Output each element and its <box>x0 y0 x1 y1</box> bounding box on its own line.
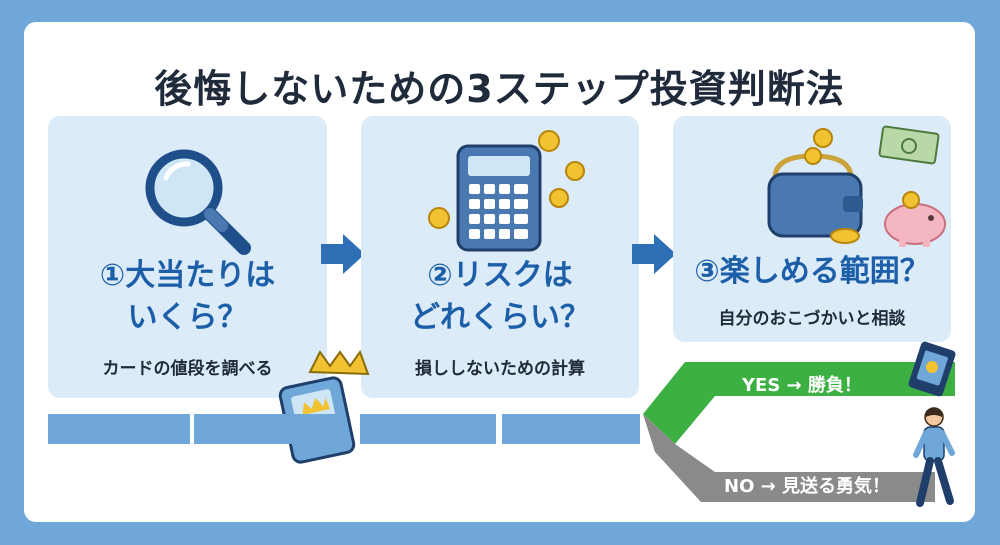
infographic-frame: 後悔しないための3ステップ投資判断法 ①大当たりは いくら？ カードの値段を調べ… <box>24 22 975 522</box>
piggy-bank-icon <box>884 191 946 247</box>
step-card-1: ①大当たりは いくら？ カードの値段を調べる <box>48 116 327 398</box>
step-2-heading-line1: ②リスクは <box>427 258 573 293</box>
step-2-subtext: 損ししないための計算 <box>415 359 585 379</box>
progress-bar-segment <box>48 414 190 444</box>
wallet-icon <box>767 125 946 247</box>
magnifier-icon <box>145 149 251 255</box>
step-2-heading-line2: どれくらい？ <box>410 300 590 335</box>
step-1-subtext: カードの値段を調べる <box>102 359 273 379</box>
step-3-heading: ③楽しめる範囲？ <box>694 254 930 289</box>
step-card-2: ②リスクは どれくらい？ 損ししないための計算 <box>361 116 639 398</box>
step-card-3: ③楽しめる範囲？ 自分のおこづかいと相談 <box>673 116 951 342</box>
yes-branch-label: YES → 勝負！ <box>742 375 862 396</box>
no-branch-path <box>643 414 935 502</box>
coin-icon <box>428 130 585 229</box>
progress-bar-segment <box>194 414 336 444</box>
no-branch-label: NO → 見送る勇気！ <box>724 476 890 497</box>
progress-bar-segment <box>502 414 640 444</box>
arrow-right-icon <box>321 234 365 274</box>
banknote-icon <box>878 125 940 165</box>
step-1-heading-line2: いくら？ <box>127 300 248 335</box>
trading-card-icon <box>278 349 370 464</box>
decision-branches <box>643 362 955 502</box>
step-3-subtext: 自分のおこづかいと相談 <box>718 309 906 329</box>
page-title: 後悔しないための3ステップ投資判断法 <box>154 67 845 111</box>
walking-person-icon <box>913 407 955 507</box>
arrow-right-icon <box>632 234 676 274</box>
card-pack-icon <box>908 341 956 397</box>
step-1-heading-line1: ①大当たりは <box>99 258 276 293</box>
yes-branch-path <box>643 362 955 444</box>
progress-bar-segment <box>360 414 496 444</box>
calculator-icon <box>428 130 585 252</box>
